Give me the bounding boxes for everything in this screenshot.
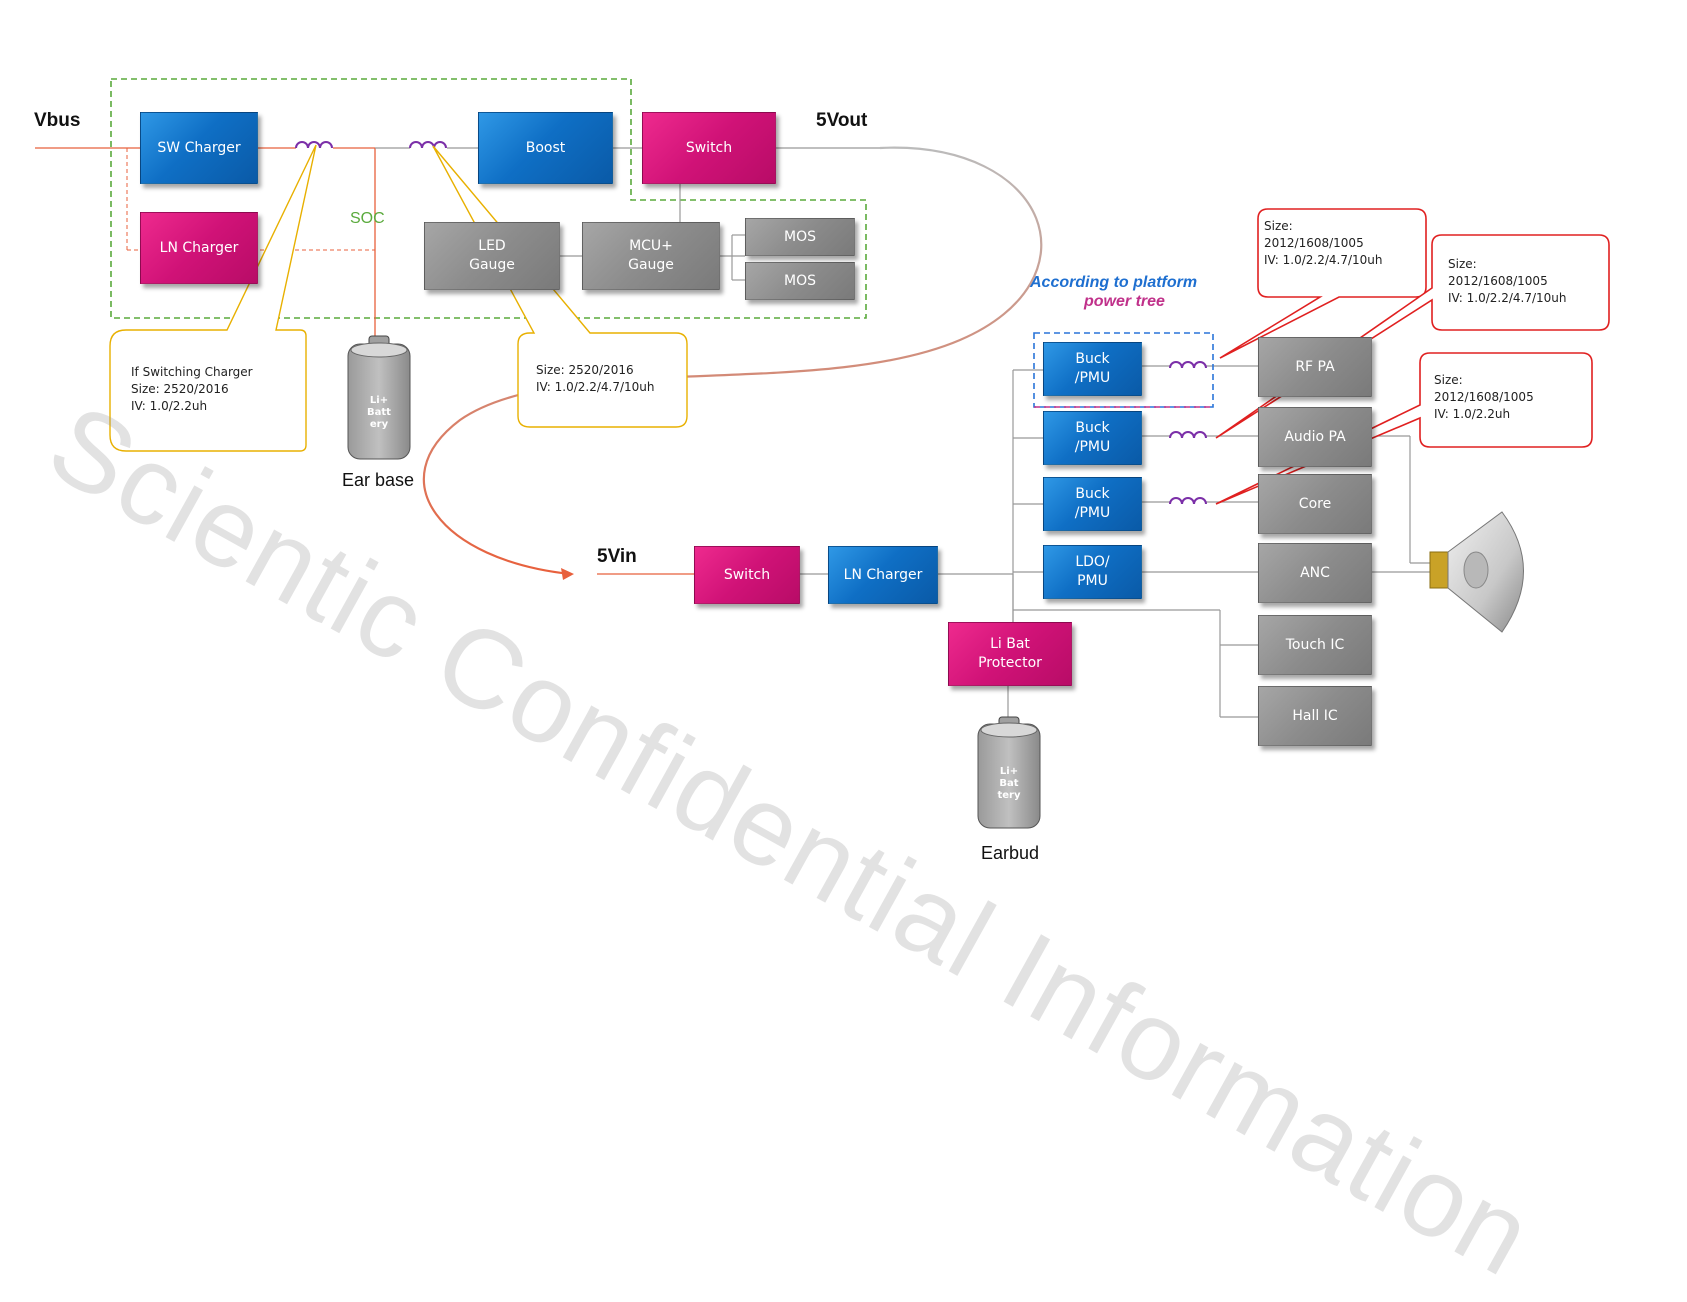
inductor-2 (409, 141, 447, 149)
ln-charger-block: LN Charger (140, 212, 258, 284)
callout-sw-charger-text: If Switching Charger Size: 2520/2016 IV:… (131, 365, 253, 413)
transfer-arc (422, 146, 1043, 576)
platform-box (1033, 332, 1214, 408)
buck-pmu-block-2: Buck /PMU (1043, 411, 1142, 465)
callout-buck3-text: Size: 2012/1608/1005 IV: 1.0/2.2uh (1434, 373, 1534, 421)
vbus-label: Vbus (34, 110, 81, 131)
rf-pa-block: RF PA (1258, 337, 1372, 397)
battery-earbud-icon (977, 716, 1041, 829)
callout-boost (432, 145, 688, 428)
led-gauge-block: LED Gauge (424, 222, 560, 290)
callout-buck2 (1215, 234, 1610, 439)
callout-buck1-text: Size: 2012/1608/1005 IV: 1.0/2.2/4.7/10u… (1264, 219, 1383, 267)
audio-pa-block: Audio PA (1258, 407, 1372, 467)
sw-charger-block: SW Charger (140, 112, 258, 184)
callout-buck1 (1219, 208, 1427, 359)
mcu-gauge-block: MCU+ Gauge (582, 222, 720, 290)
anc-block: ANC (1258, 543, 1372, 603)
battery-earbud-label: Li+ Bat tery (997, 766, 1021, 801)
earbud-label: Earbud (981, 843, 1040, 863)
callout-buck2-text: Size: 2012/1608/1005 IV: 1.0/2.2/4.7/10u… (1448, 257, 1567, 305)
inductor-3 (1169, 361, 1207, 369)
ear-base-label: Ear base (342, 470, 415, 490)
ldo-pmu-block: LDO/ PMU (1043, 545, 1142, 599)
touch-ic-block: Touch IC (1258, 615, 1372, 675)
5vout-label: 5Vout (816, 110, 868, 131)
callout-sw-charger (109, 144, 317, 452)
5vin-label: 5Vin (597, 546, 637, 567)
power-tree-diagram: Scientic Confidential Information Vbus 5… (30, 78, 1610, 1300)
switch-block-bud: Switch (694, 546, 800, 604)
buck-pmu-block-3: Buck /PMU (1043, 477, 1142, 531)
speaker-icon (1429, 511, 1524, 633)
li-bat-protector-block: Li Bat Protector (948, 622, 1072, 686)
mos-block-1: MOS (745, 218, 855, 256)
mos-block-2: MOS (745, 262, 855, 300)
hall-ic-block: Hall IC (1258, 686, 1372, 746)
buck-pmu-block-1: Buck /PMU (1043, 342, 1142, 396)
switch-block-base: Switch (642, 112, 776, 184)
ln-charger-bud-block: LN Charger (828, 546, 938, 604)
inductor-1 (295, 141, 333, 149)
platform-label-line2: power tree (1084, 293, 1165, 310)
battery-base-label: Li+ Batt ery (367, 395, 391, 430)
callout-boost-text: Size: 2520/2016 IV: 1.0/2.2/4.7/10uh (536, 363, 655, 394)
soc-label: SOC (350, 210, 385, 227)
inductor-5 (1169, 497, 1207, 505)
boost-block: Boost (478, 112, 613, 184)
core-block: Core (1258, 474, 1372, 534)
callout-buck3 (1215, 352, 1593, 505)
connection-lines (35, 78, 1610, 829)
soc-boundary (110, 78, 867, 319)
platform-label-line1: According to platform (1030, 274, 1198, 291)
battery-base-icon (347, 335, 411, 460)
inductor-4 (1169, 431, 1207, 439)
